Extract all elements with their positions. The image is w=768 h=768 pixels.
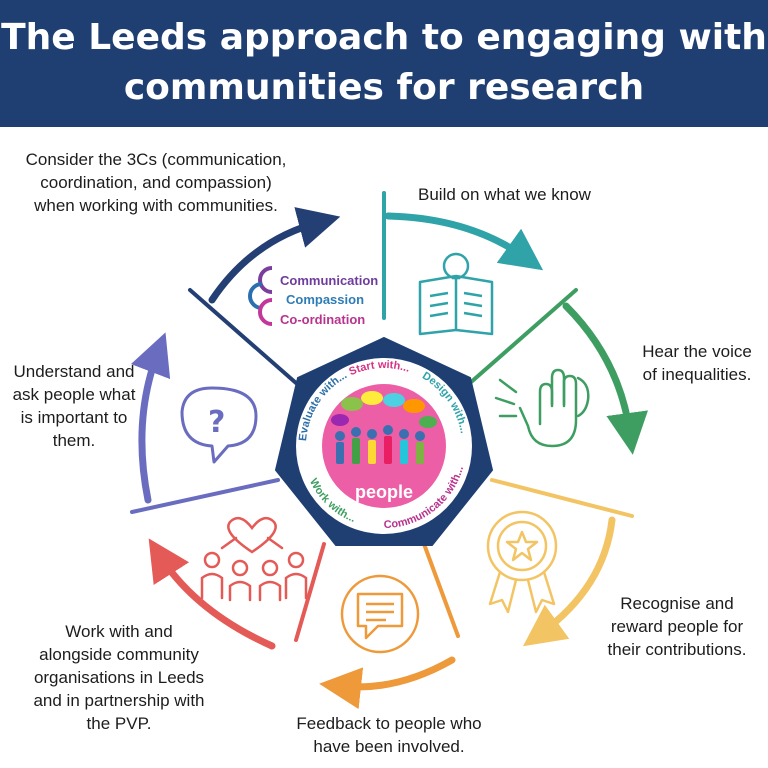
label-line: Hear the voice	[642, 342, 752, 361]
segment-dividers	[130, 191, 634, 642]
logo-c-teal	[248, 282, 263, 310]
label-line: the PVP.	[86, 714, 152, 733]
divider-orange	[422, 542, 460, 638]
label-line: and in partnership with	[33, 691, 205, 710]
label-line: Consider the 3Cs (communication,	[25, 150, 287, 169]
label-line: Build on what we know	[418, 185, 591, 204]
label-line: Recognise and	[620, 594, 734, 613]
label-recognise-and-reward: Recognise and reward people for their co…	[592, 592, 762, 661]
people-crowd-illustration	[331, 391, 437, 464]
label-line: them.	[52, 431, 96, 450]
divider-red	[294, 542, 326, 642]
label-line: coordination, and compassion)	[40, 173, 272, 192]
divider-purple	[130, 478, 280, 514]
label-line: their contributions.	[607, 640, 747, 659]
logo-word-compassion: Compassion	[286, 292, 364, 307]
page-title: The Leeds approach to engaging with comm…	[0, 13, 768, 113]
title-banner: The Leeds approach to engaging with comm…	[0, 0, 768, 127]
arrow-teal	[384, 212, 544, 271]
question-mark-glyph: ?	[208, 405, 225, 440]
divider-yellow	[490, 478, 634, 518]
label-line: Understand and	[13, 362, 135, 381]
divider-green	[468, 288, 578, 385]
label-line: organisations in Leeds	[33, 668, 205, 687]
people-label: people	[355, 482, 413, 502]
question-bubble-icon: ?	[180, 386, 258, 464]
cycle-arrows	[130, 207, 648, 710]
label-line: Feedback to people who	[296, 714, 482, 733]
label-build-on-what-we-know: Build on what we know	[418, 183, 591, 206]
award-rosette-icon	[486, 510, 558, 614]
label-line: ask people what	[12, 385, 136, 404]
feedback-chat-icon	[340, 574, 420, 654]
arrow-navy	[208, 207, 341, 304]
listening-hand-icon	[494, 368, 590, 448]
title-line-1: The Leeds approach to engaging with	[1, 17, 767, 58]
community-heart-icon	[200, 516, 308, 602]
arrow-purple	[130, 332, 171, 504]
logo-word-coordination: Co-ordination	[280, 312, 365, 327]
label-feedback: Feedback to people who have been involve…	[284, 712, 494, 758]
label-line: alongside community	[39, 645, 199, 664]
arrow-red	[148, 538, 276, 650]
label-hear-the-voice: Hear the voice of inequalities.	[632, 340, 762, 386]
label-line: have been involved.	[313, 737, 465, 756]
label-line: reward people for	[610, 617, 744, 636]
three-cs-logo: Communication Compassion Co-ordination	[248, 266, 378, 327]
label-line: Work with and	[65, 622, 173, 641]
arrow-green	[562, 302, 648, 455]
divider-navy-left	[188, 288, 298, 385]
arrow-orange	[319, 656, 456, 710]
arrow-yellow	[522, 516, 616, 647]
label-line: is important to	[20, 408, 128, 427]
logo-c-purple	[258, 266, 273, 294]
center-hub: Evaluate with... Start with... Design wi…	[274, 336, 494, 546]
label-line: of inequalities.	[642, 365, 752, 384]
label-work-with: Work with and alongside community organi…	[14, 620, 224, 735]
logo-c-pink	[258, 298, 273, 326]
label-line: when working with communities.	[34, 196, 278, 215]
label-consider-3cs: Consider the 3Cs (communication, coordin…	[6, 148, 306, 217]
label-understand: Understand and ask people what is import…	[4, 360, 144, 452]
title-line-2: communities for research	[123, 67, 645, 108]
logo-word-communication: Communication	[280, 273, 378, 288]
book-lightbulb-icon	[418, 252, 494, 336]
